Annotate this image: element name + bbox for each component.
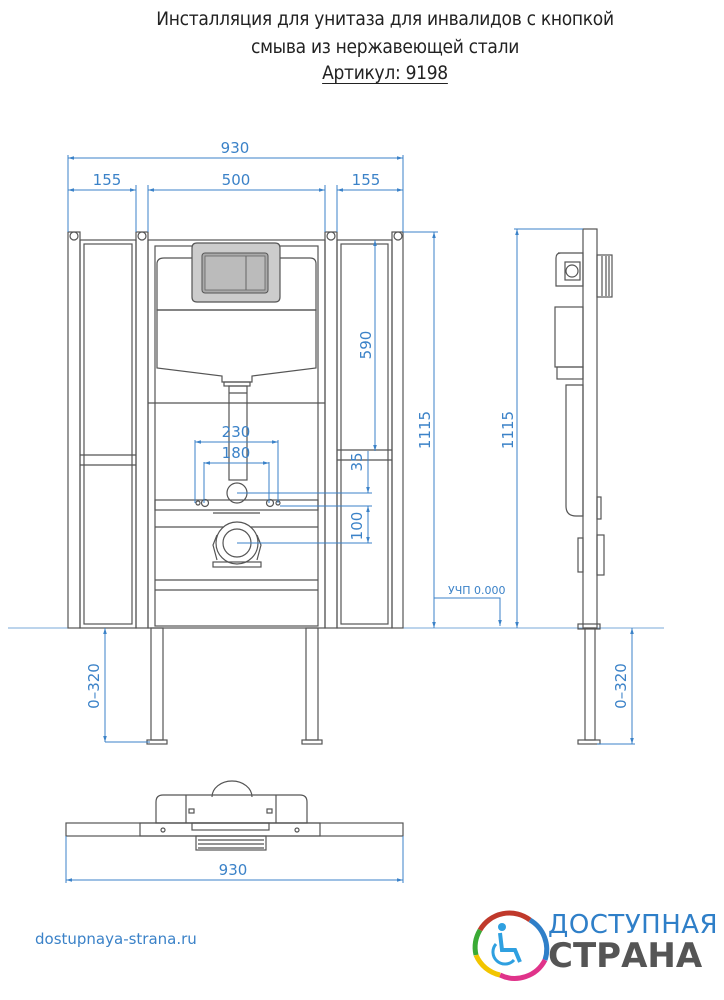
title-line-2: смыва из нержавеющей стали — [250, 36, 520, 58]
mount-hole — [69, 231, 79, 241]
dim-230: 230 — [222, 423, 251, 441]
side-view — [554, 228, 613, 745]
mount-hole — [326, 231, 336, 241]
front-view — [67, 231, 404, 745]
logo-text-line-2: СТРАНА — [548, 936, 703, 976]
mount-hole — [393, 231, 403, 241]
website-link[interactable]: dostupnaya-strana.ru — [35, 930, 197, 948]
front-dimensions: 930 155 500 155 590 35 100 230 180 1115 … — [67, 139, 506, 743]
side-dimensions: 1115 0–320 — [499, 228, 635, 745]
dim-legs-front: 0–320 — [85, 663, 103, 709]
accessibility-logo-icon — [472, 910, 550, 981]
dim-100: 100 — [348, 512, 366, 541]
dim-155-left: 155 — [93, 171, 122, 189]
dim-590: 590 — [357, 331, 375, 360]
article-number: Артикул: 9198 — [322, 62, 448, 84]
dim-930-top: 930 — [221, 139, 250, 157]
dim-500: 500 — [222, 171, 251, 189]
dim-930-bottom: 930 — [219, 861, 248, 879]
title-line-1: Инсталляция для унитаза для инвалидов с … — [156, 8, 614, 30]
dim-1115-front: 1115 — [416, 411, 434, 449]
dim-180: 180 — [222, 444, 251, 462]
dim-1115-side: 1115 — [499, 411, 517, 449]
floor-level-label: УЧП 0.000 — [448, 584, 506, 597]
plan-view: 930 — [65, 780, 404, 883]
dim-155-right: 155 — [352, 171, 381, 189]
dim-legs-side: 0–320 — [612, 663, 630, 709]
logo-text-line-1: ДОСТУПНАЯ — [548, 910, 719, 940]
mount-hole — [137, 231, 147, 241]
dim-35: 35 — [348, 452, 366, 471]
